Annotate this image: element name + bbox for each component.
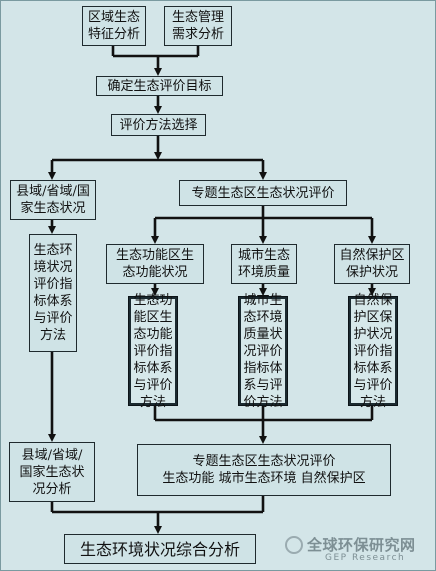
city-index-label: 城市生 态环境 质量状 况评价 指标体 系与评 价方法: [241, 293, 285, 410]
reserve-index-box: 自然保 护区保 护状况 评价指 标体系 与评价 方法: [348, 293, 398, 410]
method-select-label: 评价方法选择: [119, 117, 198, 133]
watermark: 全球环保研究网 GEP Research: [285, 534, 431, 568]
county-state-label: 县域/省域/国 家生态状况: [16, 184, 90, 216]
watermark-sub: GEP Research: [325, 553, 406, 563]
region-analysis-label: 区域生态 特征分析: [87, 10, 140, 42]
county-index-label: 生态环 境状况 评价指 标体系 与评价 方法: [33, 243, 73, 343]
gep-logo-icon: [285, 536, 303, 554]
special-zone-box: 专题生态区生态状况评价: [179, 180, 347, 206]
county-index-box: 生态环 境状况 评价指 标体系 与评价 方法: [29, 234, 77, 352]
final-analysis-box: 生态环境状况综合分析: [64, 534, 256, 564]
watermark-main: 全球环保研究网: [307, 536, 416, 554]
city-index-box: 城市生 态环境 质量状 况评价 指标体 系与评 价方法: [238, 293, 288, 410]
county-state-box: 县域/省域/国 家生态状况: [10, 180, 96, 220]
eco-function-label: 生态功能区生 态功能状况: [115, 248, 194, 280]
demand-analysis-label: 生态管理 需求分析: [171, 10, 224, 42]
eco-function-index-box: 生态功 能区生 态功能 评价指 标体系 与评价 方法: [128, 293, 178, 410]
final-analysis-label: 生态环境状况综合分析: [79, 539, 240, 559]
reserve-index-label: 自然保 护区保 护状况 评价指 标体系 与评价 方法: [351, 293, 395, 410]
city-env-label: 城市生态 环境质量: [237, 248, 290, 280]
nature-reserve-label: 自然保护区 保护状况: [339, 248, 405, 280]
special-zone-label: 专题生态区生态状况评价: [191, 185, 335, 201]
demand-analysis-box: 生态管理 需求分析: [164, 6, 232, 46]
special-eval-label: 专题生态区生态状况评价 生态功能 城市生态环境 自然保护区: [162, 454, 366, 486]
city-env-box: 城市生态 环境质量: [231, 244, 297, 284]
county-analysis-box: 县域/省域/ 国家生态状 况分析: [9, 442, 95, 502]
region-analysis-box: 区域生态 特征分析: [82, 6, 146, 46]
eco-function-index-label: 生态功 能区生 态功能 评价指 标体系 与评价 方法: [131, 293, 175, 410]
method-select-box: 评价方法选择: [111, 114, 206, 136]
set-objective-box: 确定生态评价目标: [96, 76, 223, 96]
set-objective-label: 确定生态评价目标: [107, 78, 212, 94]
county-analysis-label: 县域/省域/ 国家生态状 况分析: [19, 447, 85, 497]
special-eval-box: 专题生态区生态状况评价 生态功能 城市生态环境 自然保护区: [137, 444, 391, 496]
eco-function-box: 生态功能区生 态功能状况: [106, 244, 204, 284]
nature-reserve-box: 自然保护区 保护状况: [334, 244, 410, 284]
